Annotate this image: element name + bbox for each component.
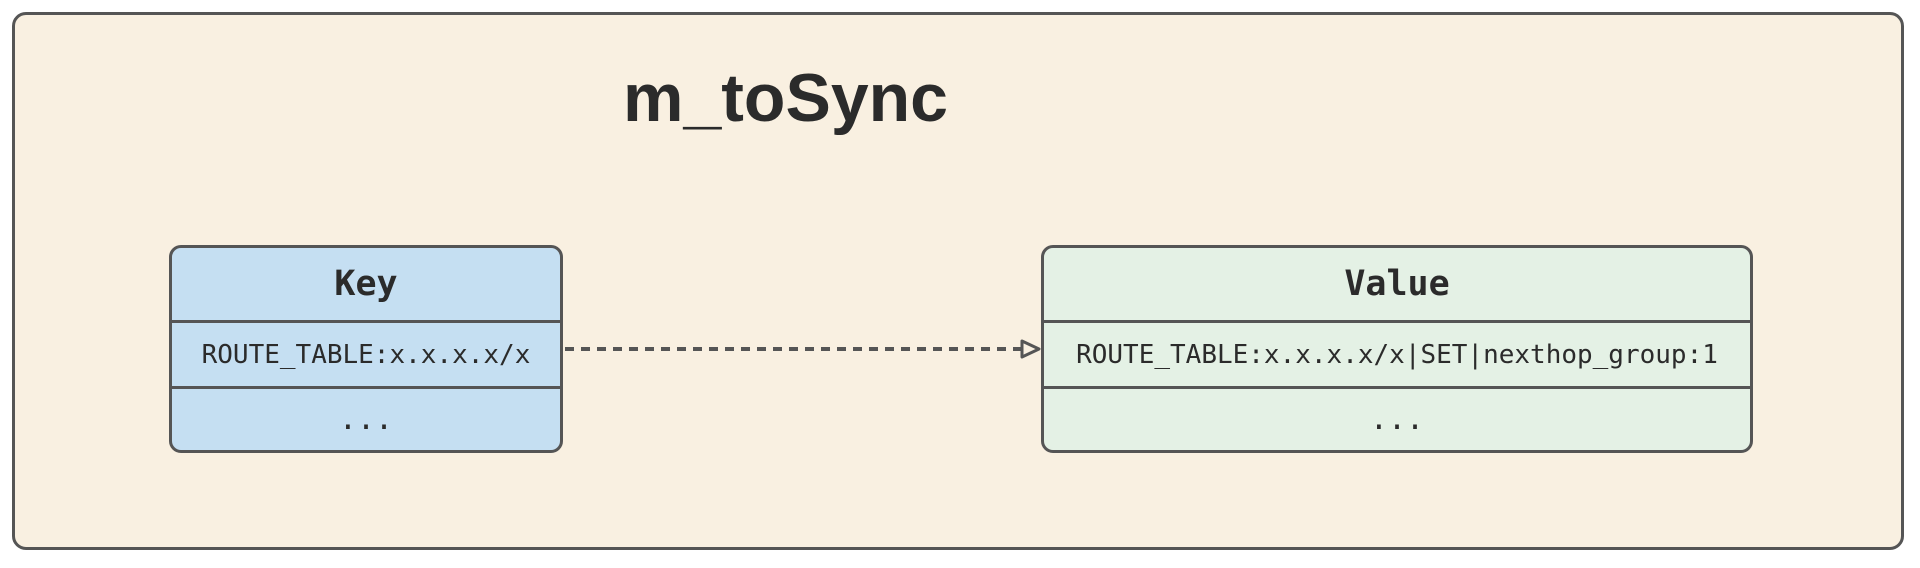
key-table: Key ROUTE_TABLE:x.x.x.x/x ... [169, 245, 563, 453]
value-table: Value ROUTE_TABLE:x.x.x.x/x|SET|nexthop_… [1041, 245, 1753, 453]
value-table-row: ROUTE_TABLE:x.x.x.x/x|SET|nexthop_group:… [1044, 323, 1750, 389]
value-table-header: Value [1044, 248, 1750, 323]
key-table-header: Key [172, 248, 560, 323]
value-table-row-ellipsis: ... [1369, 402, 1425, 437]
key-table-row-ellipsis: ... [338, 402, 394, 437]
diagram-title: m_toSync [623, 60, 948, 136]
key-table-row: ROUTE_TABLE:x.x.x.x/x [172, 323, 560, 389]
